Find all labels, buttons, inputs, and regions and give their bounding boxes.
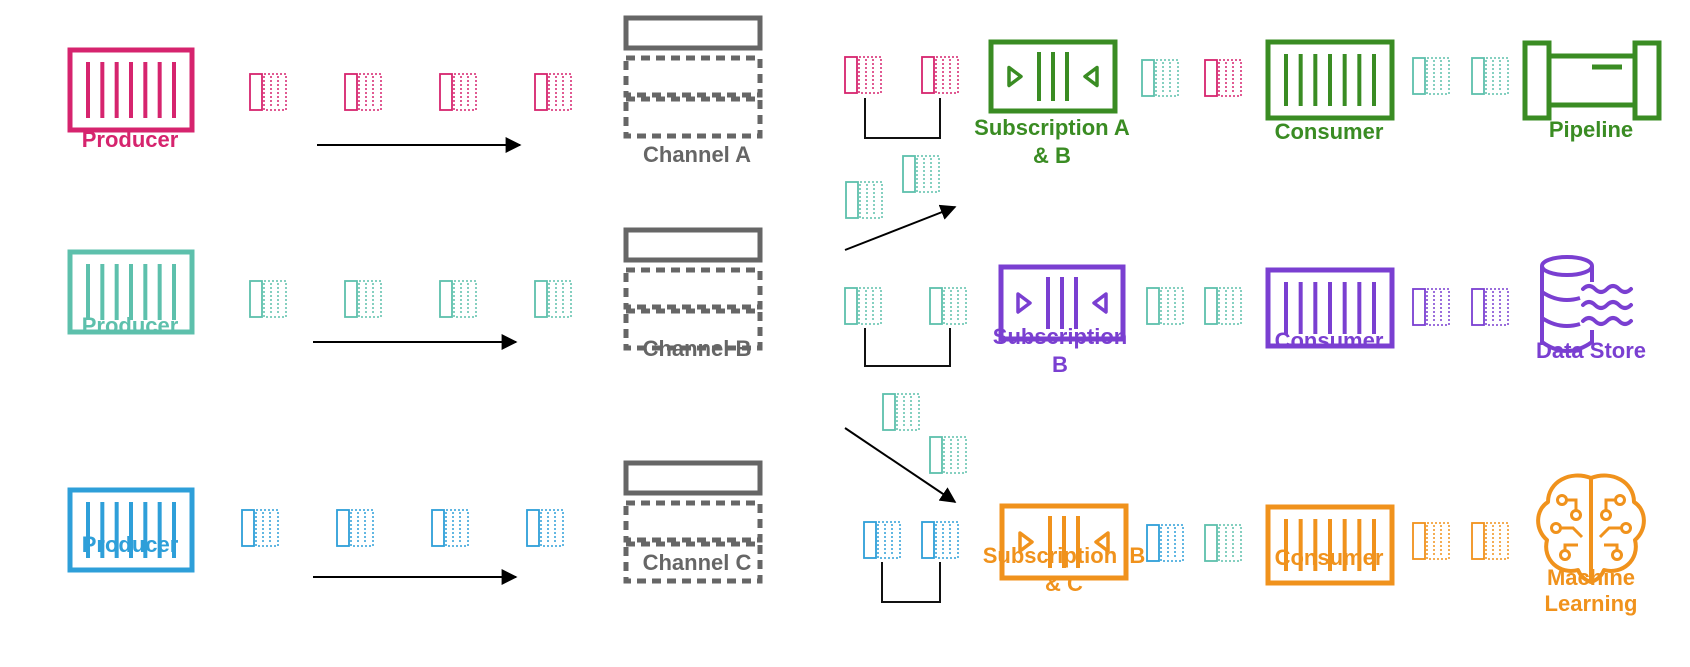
message-sub2-out-1 (1146, 287, 1184, 325)
consumer-label-1: Consumer (1275, 119, 1384, 144)
message-row3-3 (431, 509, 469, 547)
bracket-subscription-3 (881, 562, 941, 603)
message-fanout-4 (929, 436, 967, 474)
destination-label-datastore: Data Store (1536, 338, 1646, 363)
message-cons2-out-1 (1412, 288, 1450, 326)
consumer-label-3: Consumer (1275, 545, 1384, 570)
destination-label-ml-2: Learning (1545, 591, 1638, 616)
message-sub2-out-2 (1204, 287, 1242, 325)
subscription-label-3b: & C (1045, 571, 1083, 596)
subscription-label-1a: Subscription A (974, 115, 1130, 140)
subscription-label-2b: B (1052, 352, 1068, 377)
consumer-2-icon (1265, 267, 1395, 349)
message-row1-4 (534, 73, 572, 111)
message-cons2-out-2 (1471, 288, 1509, 326)
message-sub1-in-1 (844, 56, 882, 94)
subscription-3-icon (999, 503, 1129, 581)
message-cons1-out-1 (1412, 57, 1450, 95)
producer-label-1: Producer (82, 127, 179, 152)
message-fanout-3 (882, 393, 920, 431)
subscription-label-1b: & B (1033, 143, 1071, 168)
message-row2-2 (344, 280, 382, 318)
message-row3-4 (526, 509, 564, 547)
channel-a-icon (623, 15, 763, 139)
message-row1-1 (249, 73, 287, 111)
message-cons3-out-1 (1412, 522, 1450, 560)
channel-label-a: Channel A (643, 142, 751, 167)
message-sub3-in-2 (921, 521, 959, 559)
consumer-label-2: Consumer (1275, 328, 1384, 353)
message-row2-4 (534, 280, 572, 318)
message-sub3-out-2 (1204, 524, 1242, 562)
producer-label-3: Producer (82, 532, 179, 557)
message-sub2-in-1 (844, 287, 882, 325)
destinations-column (1522, 40, 1662, 584)
pipeline-icon (1522, 40, 1662, 121)
consumer-1-icon (1265, 39, 1395, 121)
arrows-layer (313, 137, 957, 585)
message-sub1-out-2 (1204, 59, 1242, 97)
messages-layer (241, 56, 1509, 603)
destination-label-ml-1: Machine (1547, 565, 1635, 590)
message-sub1-out-1 (1141, 59, 1179, 97)
producers-column (67, 47, 195, 573)
consumer-3-icon (1265, 504, 1395, 586)
message-row3-2 (336, 509, 374, 547)
message-row2-1 (249, 280, 287, 318)
producer-3-icon (67, 487, 195, 573)
destination-label-pipeline: Pipeline (1549, 117, 1633, 142)
message-row2-3 (439, 280, 477, 318)
brain-circuit-icon (1536, 473, 1646, 584)
message-row3-1 (241, 509, 279, 547)
channel-b-icon (623, 227, 763, 351)
subscriptions-column (988, 39, 1129, 581)
message-fanout-1 (845, 181, 883, 219)
producer-label-2: Producer (82, 313, 179, 338)
subscription-label-2a: Subscription (993, 324, 1127, 349)
message-row1-2 (344, 73, 382, 111)
arrow-channel-b-to-subscription-bc (844, 427, 957, 503)
subscription-1-icon (988, 39, 1118, 114)
producer-2-icon (67, 249, 195, 335)
subscription-2-icon (998, 264, 1126, 342)
channel-c-icon (623, 460, 763, 584)
message-sub2-in-2 (929, 287, 967, 325)
bracket-subscription-2 (864, 328, 951, 367)
bracket-subscription-1 (864, 98, 941, 139)
consumers-column (1265, 39, 1395, 586)
database-icon (1540, 255, 1633, 353)
channel-label-c: Channel C (643, 550, 752, 575)
arrow-channel-b-to-subscription-ab (844, 204, 957, 251)
message-sub3-in-1 (863, 521, 901, 559)
message-cons3-out-2 (1471, 522, 1509, 560)
channel-label-b: Channel B (643, 336, 752, 361)
subscription-label-3a: Subscription B (983, 543, 1146, 568)
message-sub3-out-1 (1146, 524, 1184, 562)
message-sub1-in-2 (921, 56, 959, 94)
message-cons1-out-2 (1471, 57, 1509, 95)
producer-1-icon (67, 47, 195, 133)
channels-column (623, 15, 763, 584)
message-row1-3 (439, 73, 477, 111)
message-fanout-2 (902, 155, 940, 193)
